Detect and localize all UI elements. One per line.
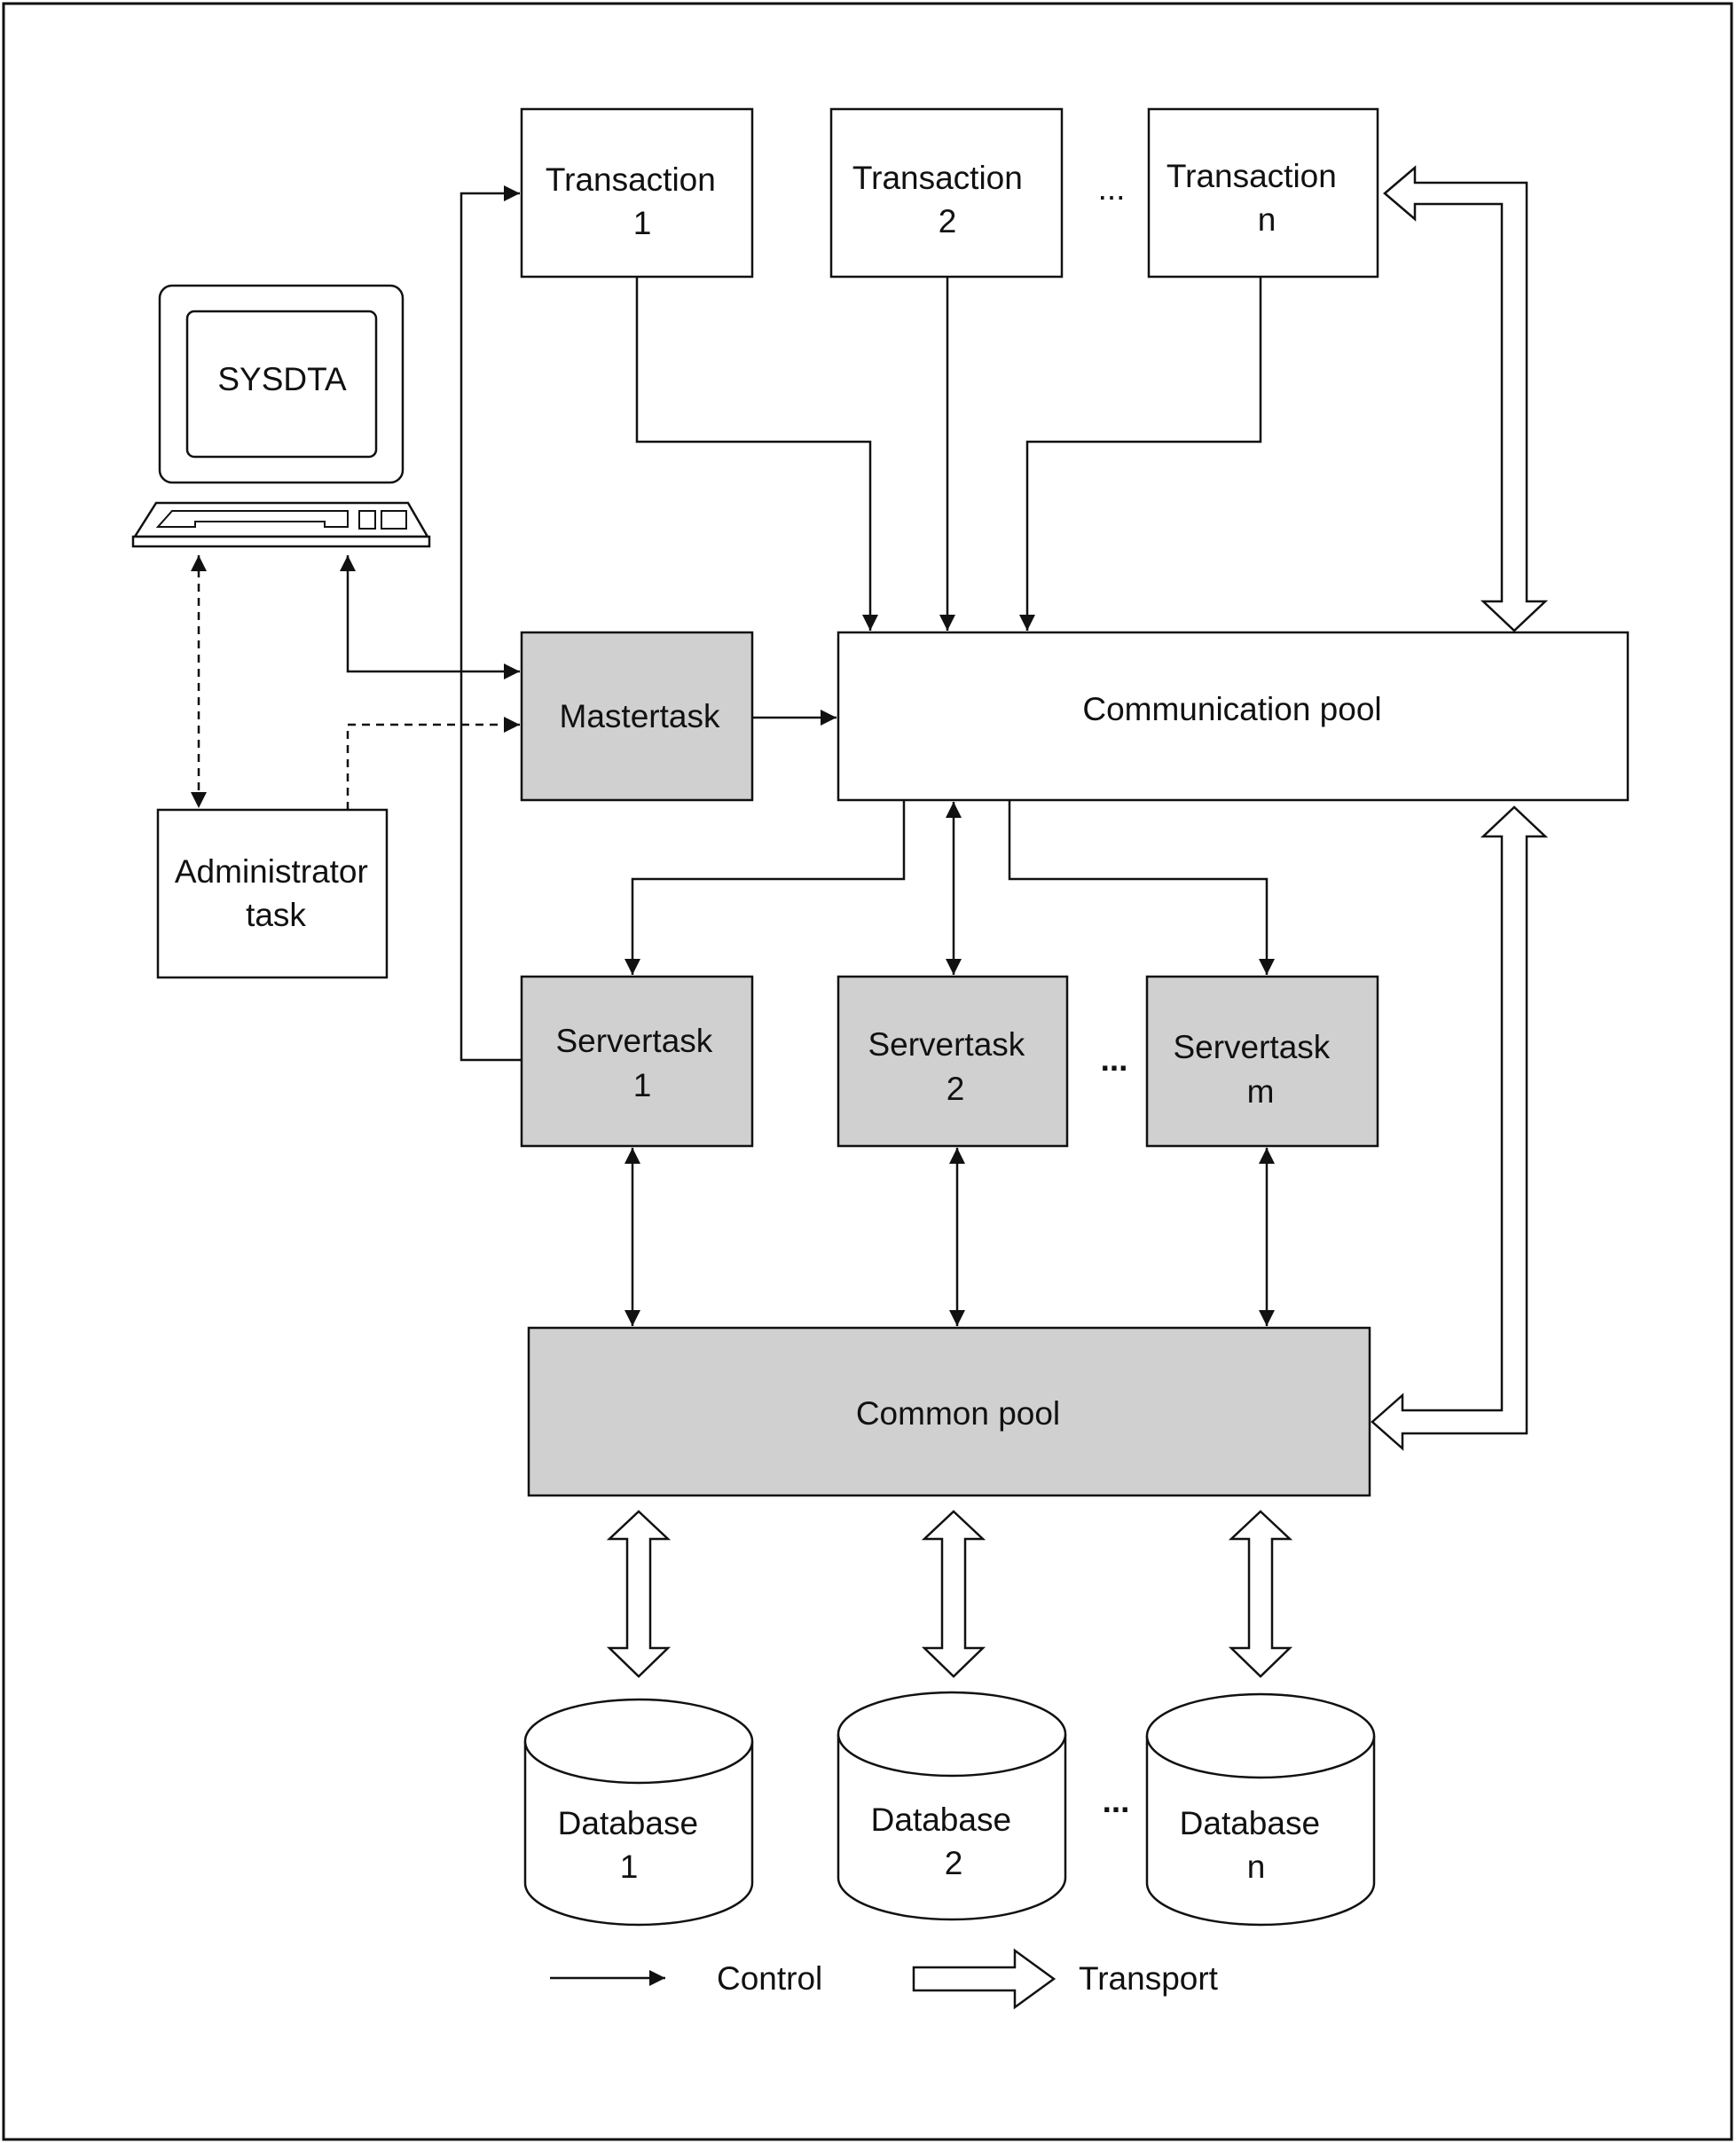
arrow-commpool-to-servertaskm bbox=[1008, 800, 1275, 975]
servertask-1-label: Servertask 1 bbox=[555, 1023, 721, 1103]
database-1-cylinder bbox=[523, 1698, 754, 1927]
mastertask-label: Mastertask bbox=[560, 698, 720, 734]
transaction-n-line1: Transaction bbox=[1166, 158, 1337, 194]
database-1-line2: 1 bbox=[620, 1849, 639, 1885]
database-1-label: Database 1 bbox=[558, 1805, 708, 1885]
legend-transport-label: Transport bbox=[1079, 1960, 1219, 1997]
transaction-2-line1: Transaction bbox=[852, 160, 1023, 196]
transaction-2-line2: 2 bbox=[939, 203, 957, 239]
legend-control-label: Control bbox=[717, 1960, 822, 1997]
transaction-2-label: Transaction 2 bbox=[852, 160, 1032, 239]
administrator-task-label: Administrator task bbox=[175, 853, 377, 933]
transaction-1-line1: Transaction bbox=[546, 161, 716, 198]
database-n-label: Database n bbox=[1180, 1805, 1330, 1885]
arrow-terminal-mastertask bbox=[340, 555, 520, 679]
transport-commonpool-commpool bbox=[1371, 805, 1549, 1451]
administrator-task-line1: Administrator bbox=[175, 853, 368, 890]
mastertask-box bbox=[520, 631, 754, 802]
servertask-2-line2: 2 bbox=[947, 1071, 965, 1107]
servertask-m-line2: m bbox=[1247, 1073, 1275, 1110]
database-n-line1: Database bbox=[1180, 1805, 1320, 1841]
servertask-2-label: Servertask 2 bbox=[868, 1026, 1033, 1107]
servertask-2-box bbox=[837, 975, 1069, 1148]
arrow-transaction1-to-commpool bbox=[635, 277, 878, 631]
legend-transport-arrow bbox=[912, 1948, 1057, 2010]
computer-terminal-icon bbox=[131, 284, 431, 548]
arrow-transactionn-to-commpool bbox=[1019, 277, 1262, 631]
database-2-line2: 2 bbox=[945, 1845, 963, 1881]
communication-pool-label: Communication pool bbox=[1082, 691, 1381, 727]
communication-pool-box bbox=[837, 631, 1630, 802]
servertask-m-label: Servertask m bbox=[1173, 1029, 1339, 1110]
transaction-n-label: Transaction n bbox=[1166, 158, 1346, 238]
servertask-1-box bbox=[520, 975, 754, 1148]
administrator-task-box bbox=[156, 808, 389, 979]
transport-commonpool-database2 bbox=[921, 1510, 986, 1678]
database-2-label: Database 2 bbox=[871, 1802, 1021, 1881]
control-arrows bbox=[340, 185, 1275, 1326]
transaction-ellipsis: ... bbox=[1098, 170, 1126, 207]
administrator-task-line2: task bbox=[246, 897, 306, 933]
transaction-n-line2: n bbox=[1258, 201, 1276, 238]
database-n-line2: n bbox=[1247, 1849, 1266, 1885]
legend: Control Transport bbox=[550, 1948, 1219, 2010]
database-n-cylinder bbox=[1145, 1692, 1376, 1927]
arrow-servertask1-to-transaction1 bbox=[460, 185, 522, 1062]
terminal-screen-label: SYSDTA bbox=[217, 361, 347, 397]
common-pool-box bbox=[527, 1326, 1371, 1497]
servertask-1-line2: 1 bbox=[633, 1067, 652, 1103]
transport-commpool-transactionn bbox=[1383, 165, 1549, 632]
transaction-2-box bbox=[829, 107, 1064, 279]
servertask-1-line1: Servertask bbox=[555, 1023, 712, 1059]
transaction-n-box bbox=[1147, 107, 1379, 279]
arrow-commpool-to-servertask1 bbox=[624, 800, 906, 975]
dashed-arrow-admin-to-mastertask bbox=[346, 717, 520, 810]
database-1-line1: Database bbox=[558, 1805, 698, 1841]
database-ellipsis: ... bbox=[1103, 1783, 1130, 1819]
common-pool-label: Common pool bbox=[856, 1395, 1060, 1432]
transaction-1-label: Transaction 1 bbox=[546, 161, 725, 241]
transaction-1-line2: 1 bbox=[633, 205, 652, 241]
database-2-line1: Database bbox=[871, 1802, 1011, 1838]
transport-commonpool-databasen bbox=[1228, 1510, 1293, 1678]
servertask-2-line1: Servertask bbox=[868, 1026, 1025, 1063]
transport-commonpool-database1 bbox=[606, 1510, 672, 1678]
servertask-ellipsis: ... bbox=[1101, 1041, 1128, 1078]
transport-arrows bbox=[606, 165, 1549, 1678]
servertask-m-line1: Servertask bbox=[1173, 1029, 1330, 1065]
database-2-cylinder bbox=[837, 1691, 1067, 1921]
dashed-arrows bbox=[191, 555, 520, 810]
servertask-m-box bbox=[1145, 975, 1379, 1148]
transaction-1-box bbox=[520, 107, 754, 279]
